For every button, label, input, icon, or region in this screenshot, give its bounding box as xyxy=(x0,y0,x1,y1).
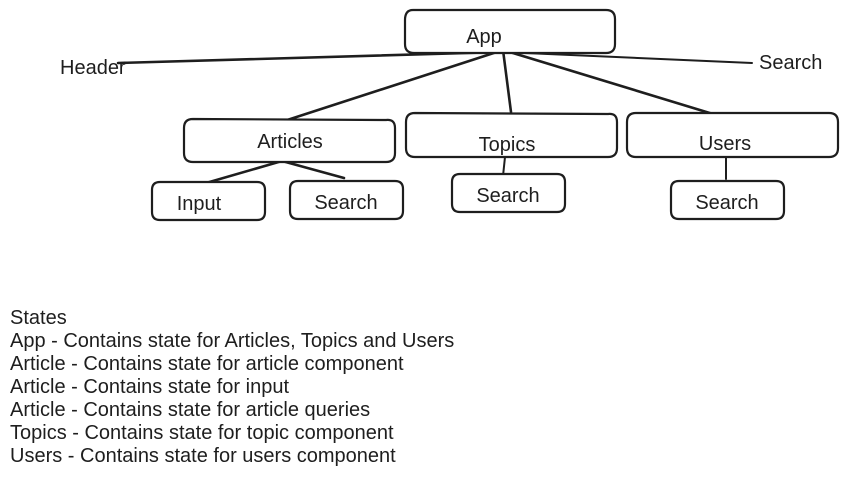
label-search: Search xyxy=(759,52,822,74)
node-users-search: Search xyxy=(669,179,786,221)
states-notes: States App - Contains state for Articles… xyxy=(10,307,454,468)
node-users: Users xyxy=(625,111,840,159)
edge-app-topics xyxy=(501,48,513,114)
edge-app-articles xyxy=(276,48,505,125)
node-topics-search: Search xyxy=(450,172,567,214)
edge-topics-search xyxy=(502,156,506,177)
node-articles: Articles xyxy=(182,117,397,164)
node-topics-search-label: Search xyxy=(476,185,539,207)
states-line-app: App - Contains state for Articles, Topic… xyxy=(10,330,455,352)
node-input-label: Input xyxy=(177,193,222,215)
node-articles-search: Search xyxy=(288,179,405,221)
node-topics-label: Topics xyxy=(479,134,536,156)
node-users-label: Users xyxy=(699,133,751,155)
node-app: App xyxy=(403,8,617,55)
states-line-topics: Topics - Contains state for topic compon… xyxy=(10,422,394,444)
edge-app-users xyxy=(501,48,715,116)
states-line-article-queries: Article - Contains state for article que… xyxy=(10,399,371,421)
edge-articles-input xyxy=(204,159,284,185)
node-input: Input xyxy=(150,180,267,222)
node-app-label: App xyxy=(466,26,502,48)
node-articles-search-label: Search xyxy=(314,192,377,214)
states-line-article-input: Article - Contains state for input xyxy=(10,376,290,398)
node-topics: Topics xyxy=(404,111,619,159)
label-header: Header xyxy=(60,57,126,79)
states-line-article-component: Article - Contains state for article com… xyxy=(10,353,404,375)
states-heading: States xyxy=(10,307,67,329)
edge-articles-search xyxy=(280,159,346,180)
states-line-users: Users - Contains state for users compone… xyxy=(10,445,396,467)
node-articles-label: Articles xyxy=(257,131,323,153)
node-users-search-label: Search xyxy=(695,192,758,214)
